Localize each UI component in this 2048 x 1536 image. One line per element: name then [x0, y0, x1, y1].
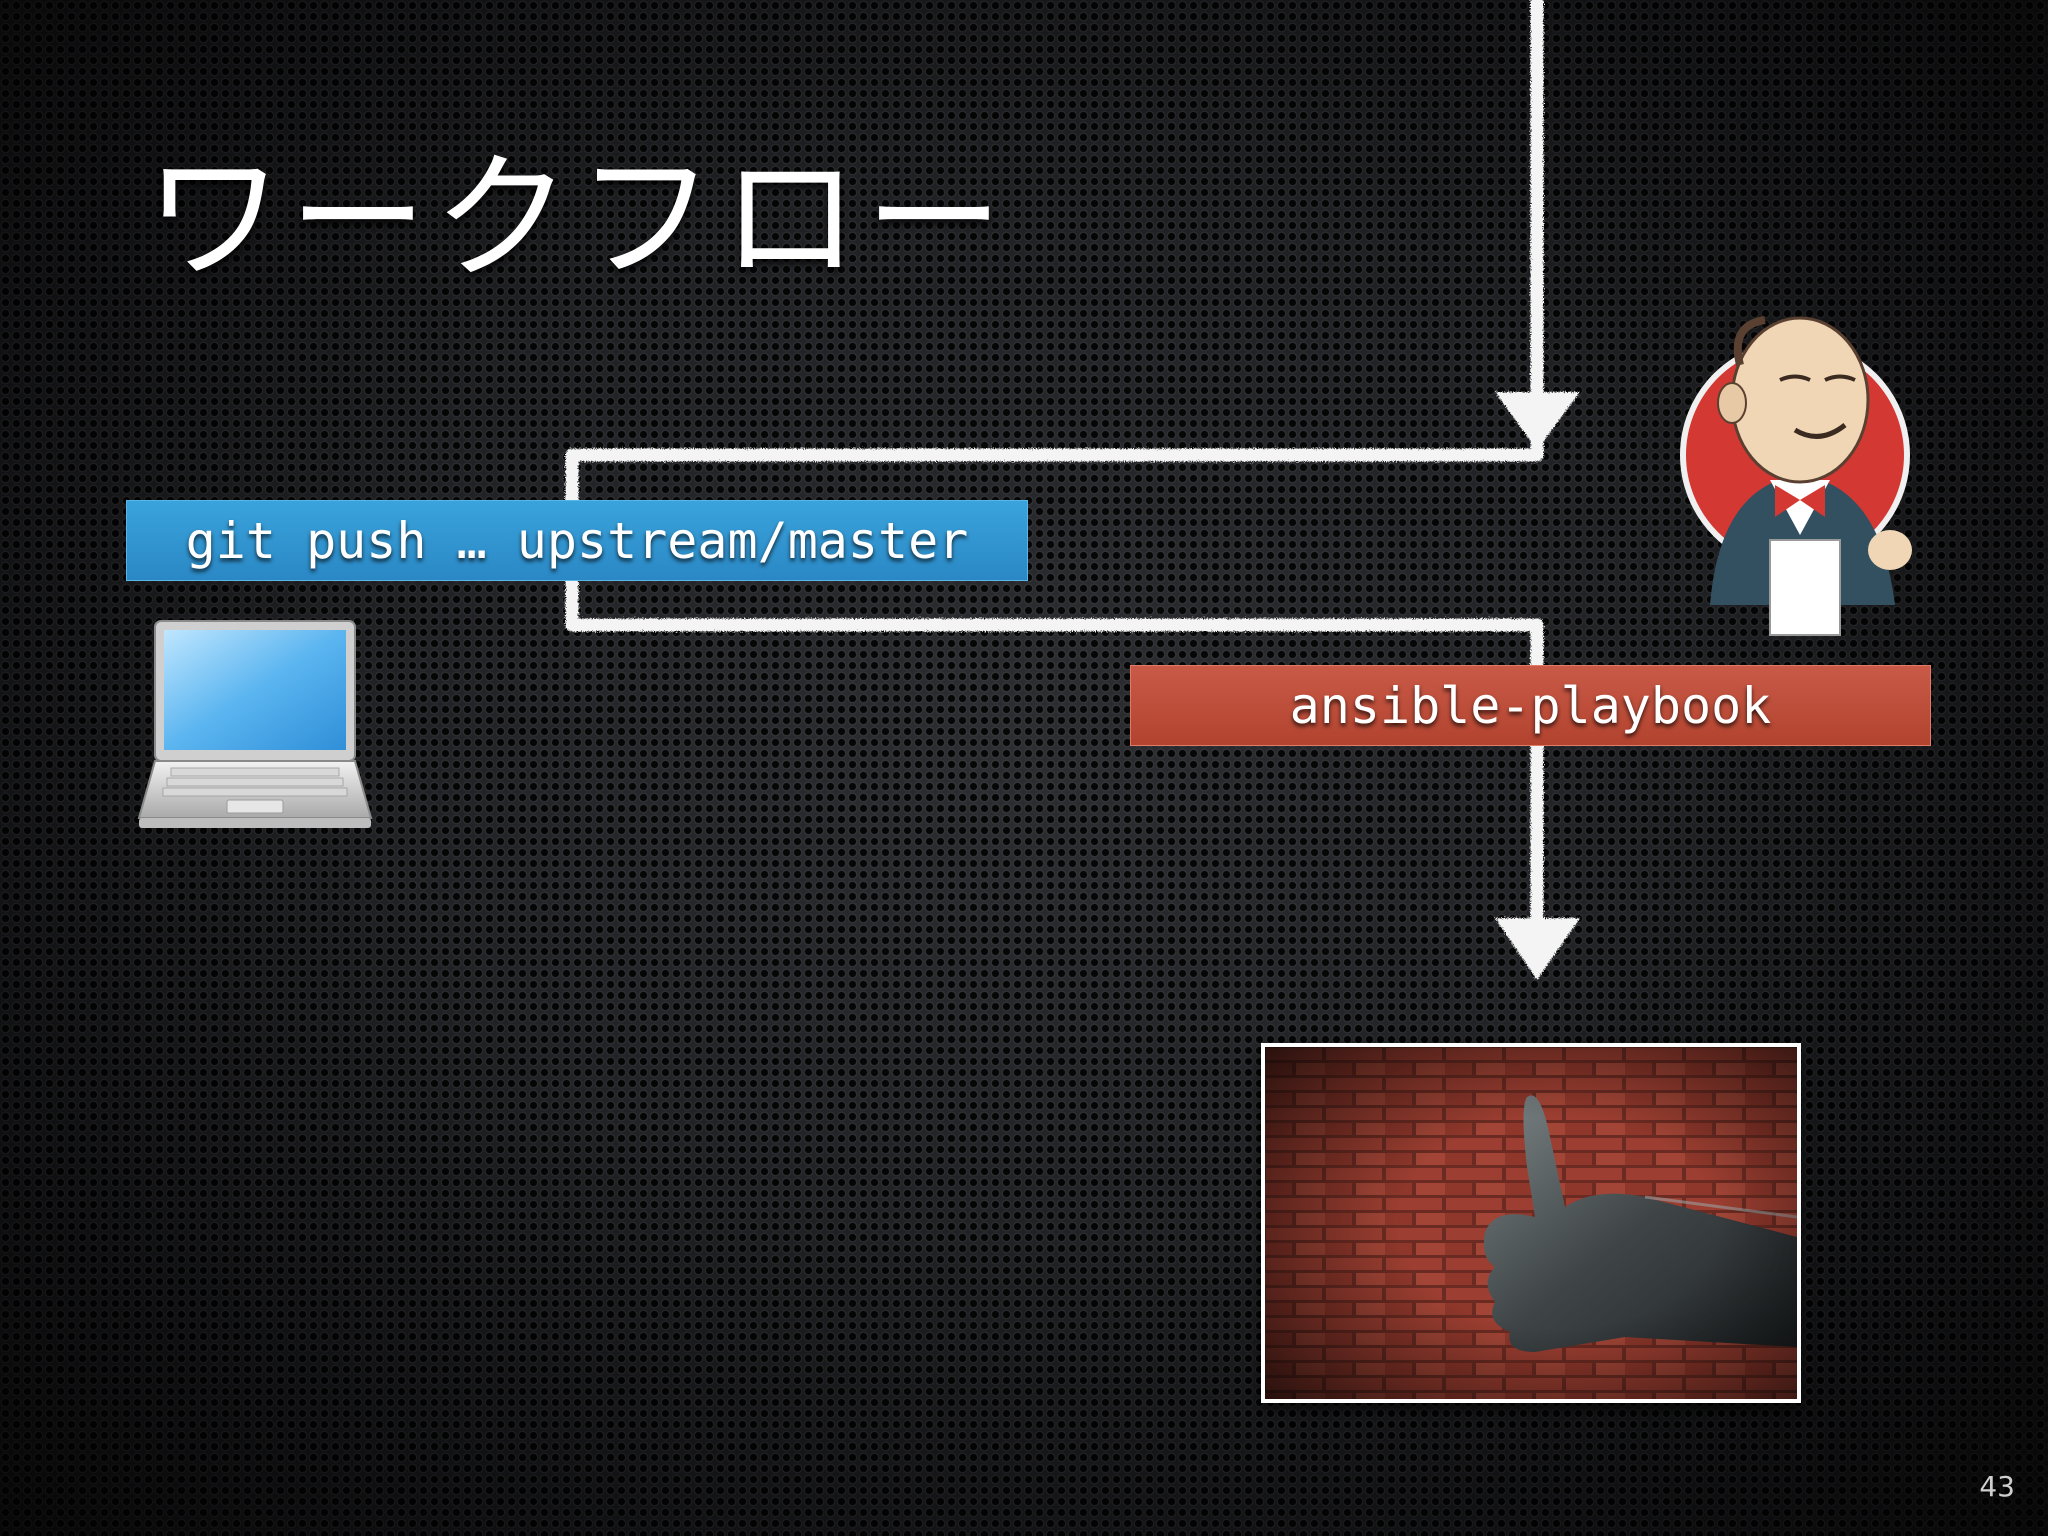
thumbs-up-statue-photo: [1261, 1043, 1801, 1403]
jenkins-butler-icon: [1680, 316, 1912, 636]
slide-title: ワークフロー: [145, 138, 1010, 299]
arrowhead-upper: [1495, 392, 1580, 450]
laptop-icon: [137, 620, 373, 828]
thumbs-up-image: [1265, 1047, 1797, 1399]
ansible-playbook-label: ansible-playbook: [1130, 665, 1931, 746]
page-number: 43: [1979, 1470, 2015, 1503]
arrowhead-lower: [1495, 918, 1580, 980]
git-push-label: git push … upstream/master: [126, 500, 1028, 581]
